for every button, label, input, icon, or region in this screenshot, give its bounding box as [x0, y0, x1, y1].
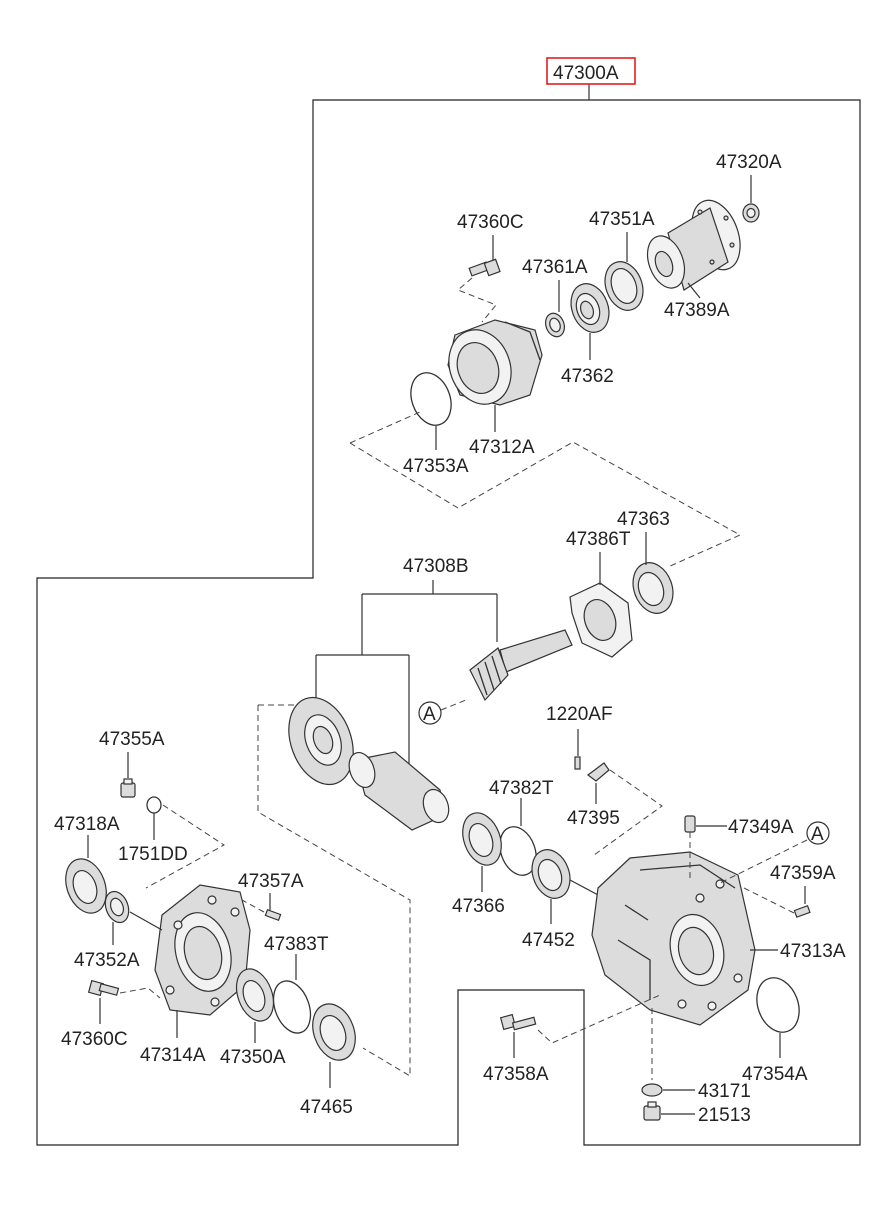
ref-marker-a-left[interactable]	[418, 701, 442, 725]
label-47351A[interactable]: 47351A	[589, 209, 655, 230]
part-47465-bearing[interactable]	[305, 998, 362, 1066]
label-47359A[interactable]: 47359A	[770, 863, 836, 884]
part-47318A-seal[interactable]	[59, 853, 114, 919]
part-47361A-spacer[interactable]	[542, 311, 567, 340]
part-47359A-pin[interactable]	[793, 905, 811, 918]
part-47352A-seal[interactable]	[101, 888, 133, 926]
bracket-47308B	[315, 580, 498, 770]
label-47382T[interactable]: 47382T	[489, 778, 554, 799]
ref-marker-a-right-text: A	[811, 824, 824, 845]
dash-upper-group	[349, 411, 742, 568]
ref-marker-a-left-text: A	[423, 704, 436, 725]
dash-47357A	[241, 899, 265, 913]
label-47389A[interactable]: 47389A	[664, 300, 730, 321]
dash-47360C-bottom	[119, 987, 161, 999]
label-47366[interactable]: 47366	[452, 896, 505, 917]
assembly-part-number[interactable]: 47300A	[553, 63, 619, 84]
part-47366-seal[interactable]	[456, 807, 508, 870]
part-ring-gear[interactable]	[277, 688, 364, 793]
part-1220AF-bolt[interactable]	[574, 756, 581, 770]
assembly-boundary	[36, 99, 861, 1146]
label-47395[interactable]: 47395	[567, 808, 620, 829]
part-47360C-bolt-top[interactable]	[468, 258, 501, 277]
label-1751DD[interactable]: 1751DD	[118, 844, 188, 865]
part-47386T-shim[interactable]	[569, 582, 633, 658]
leader-47452-link	[569, 879, 601, 897]
ref-marker-a-right[interactable]	[806, 821, 830, 845]
label-47312A[interactable]: 47312A	[469, 437, 535, 458]
label-47354A[interactable]: 47354A	[742, 1064, 808, 1085]
part-47358A-bolt[interactable]	[499, 1013, 537, 1031]
part-47308B-pinion-shaft[interactable]	[469, 629, 573, 702]
part-47350A-seal[interactable]	[230, 964, 280, 1026]
label-47349A[interactable]: 47349A	[728, 817, 794, 838]
part-47320A-nut[interactable]	[742, 203, 760, 223]
dash-47360C-top	[457, 277, 497, 323]
part-47363-bearing[interactable]	[626, 557, 679, 619]
part-43171-washer[interactable]	[641, 1083, 663, 1097]
label-47320A[interactable]: 47320A	[716, 152, 782, 173]
dash-ref-a-right	[719, 839, 808, 884]
label-47308B[interactable]: 47308B	[403, 556, 469, 577]
part-47354A-oring[interactable]	[750, 972, 807, 1038]
label-47361A[interactable]: 47361A	[522, 257, 588, 278]
part-47357A-pin[interactable]	[264, 909, 282, 921]
part-differential-case[interactable]	[345, 749, 454, 831]
part-47383T-oring[interactable]	[267, 976, 317, 1038]
label-47314A[interactable]: 47314A	[140, 1045, 206, 1066]
dash-ref-a-left	[440, 699, 467, 711]
part-47389A-flange[interactable]	[641, 194, 749, 294]
part-47395-clip[interactable]	[587, 762, 610, 782]
part-47313A-case[interactable]	[591, 851, 756, 1026]
label-47360C-top[interactable]: 47360C	[457, 212, 524, 233]
label-47313A[interactable]: 47313A	[780, 941, 846, 962]
assembly-highlight-box	[546, 57, 636, 85]
part-47452-seal[interactable]	[526, 844, 577, 903]
label-47465[interactable]: 47465	[300, 1097, 353, 1118]
part-47362-bearing[interactable]	[565, 278, 616, 337]
label-47350A[interactable]: 47350A	[220, 1047, 286, 1068]
label-47352A[interactable]: 47352A	[74, 950, 140, 971]
part-47314A-front-case[interactable]	[154, 884, 251, 1016]
label-47357A[interactable]: 47357A	[238, 871, 304, 892]
part-21513-plug[interactable]	[643, 1101, 661, 1121]
label-47362[interactable]: 47362	[561, 366, 614, 387]
part-47360C-bolt-bottom[interactable]	[87, 979, 120, 997]
label-1220AF[interactable]: 1220AF	[546, 704, 613, 725]
part-47382T-oring[interactable]	[493, 822, 542, 881]
label-47355A[interactable]: 47355A	[99, 729, 165, 750]
dash-1751DD	[145, 804, 225, 889]
dash-47395	[593, 769, 663, 856]
part-1751DD-washer[interactable]	[146, 796, 162, 814]
label-47386T[interactable]: 47386T	[566, 529, 631, 550]
label-47358A[interactable]: 47358A	[483, 1064, 549, 1085]
leader-47352A-link	[129, 911, 163, 931]
dash-ring-gear-group	[257, 704, 411, 1077]
part-47349A-breather[interactable]	[684, 815, 696, 833]
label-21513[interactable]: 21513	[698, 1105, 751, 1126]
dash-47359A	[739, 885, 795, 914]
label-47383T[interactable]: 47383T	[264, 934, 329, 955]
label-43171[interactable]: 43171	[698, 1081, 751, 1102]
part-47353A-oring[interactable]	[404, 367, 458, 431]
part-47312A-extension-housing[interactable]	[439, 319, 543, 413]
leader-47389A	[687, 282, 701, 299]
label-47318A[interactable]: 47318A	[54, 814, 120, 835]
label-47452[interactable]: 47452	[522, 930, 575, 951]
label-47363[interactable]: 47363	[617, 509, 670, 530]
part-47355A-plug[interactable]	[120, 778, 136, 798]
label-47353A[interactable]: 47353A	[403, 456, 469, 477]
label-47360C-bottom[interactable]: 47360C	[61, 1029, 128, 1050]
part-47351A-seal[interactable]	[599, 256, 650, 315]
